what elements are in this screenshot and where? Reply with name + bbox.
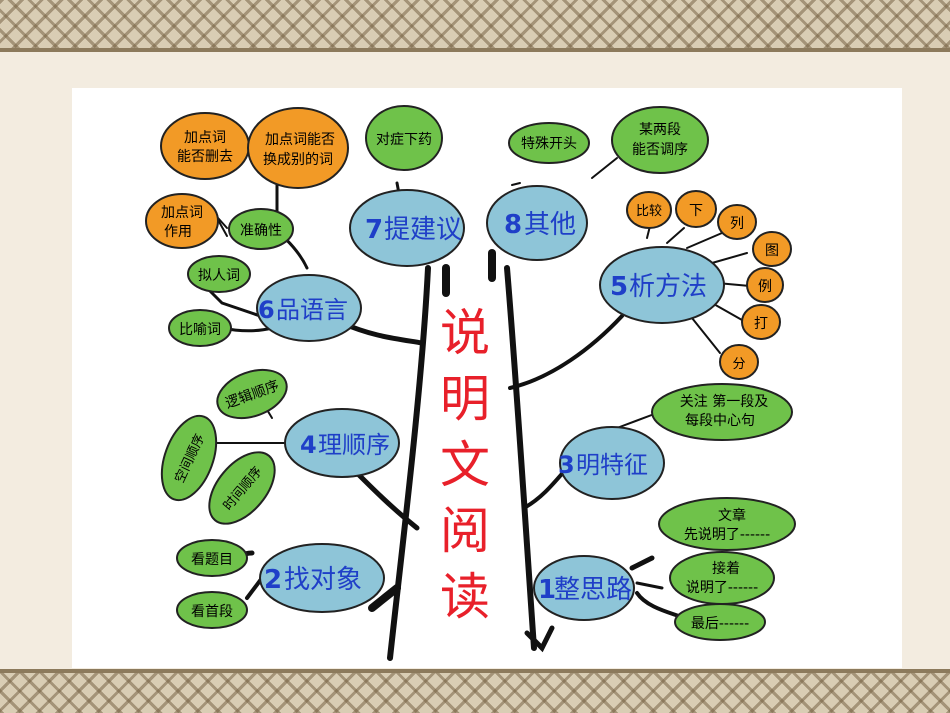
- leaf-moulianduan-line2: 能否调序: [632, 142, 688, 158]
- leaf-jiadianci-zuoyong-line1: 加点词: [161, 205, 203, 221]
- leaf-jiadianci-shanqu: 加点词 能否删去: [160, 112, 250, 180]
- main-node-8-number: 8: [504, 210, 522, 240]
- leaf-jiadianci-huan: 加点词能否 换成别的词: [247, 107, 349, 189]
- main-node-2: 2 找对象: [259, 543, 385, 613]
- main-node-6-number: 6: [258, 296, 275, 324]
- method-item-bijiao-label: 比较: [636, 204, 662, 219]
- leaf-jiezhe-line2: 说明了------: [686, 580, 758, 596]
- leaf-biyuci-label: 比喻词: [179, 322, 221, 338]
- center-title-char-4: 阅: [440, 502, 490, 560]
- main-node-4-number: 4: [300, 431, 317, 459]
- leaf-jiezhe-line1: 接着: [712, 560, 740, 577]
- main-node-3-label: 明特征: [576, 451, 648, 479]
- method-item-bijiao: 比较: [626, 191, 672, 229]
- leaf-jiadianci-huan-line1: 加点词能否: [265, 132, 335, 148]
- center-title-char-5: 读: [440, 568, 490, 626]
- leaf-zuihou: 最后------: [674, 603, 766, 641]
- leaf-teshukaitou-label: 特殊开头: [521, 136, 577, 152]
- main-node-4-label: 理顺序: [318, 431, 390, 459]
- leaf-guanzhu: 关注 第一段及 每段中心句: [651, 383, 793, 441]
- method-item-fen: 分: [719, 344, 759, 380]
- method-item-da: 打: [741, 304, 781, 340]
- center-title-char-2: 明: [440, 370, 490, 428]
- leaf-guanzhu-line1: 关注 第一段及: [680, 393, 768, 410]
- method-item-fen-label: 分: [732, 357, 745, 372]
- decorative-top-border: [0, 0, 950, 52]
- leaf-jiezhe: 接着 说明了------: [669, 551, 775, 605]
- method-item-da-label: 打: [754, 315, 768, 332]
- main-node-5-label: 析方法: [629, 272, 707, 302]
- main-node-7-number: 7: [365, 215, 383, 245]
- method-item-lie-label: 列: [730, 216, 744, 232]
- leaf-kantimu-label: 看题目: [191, 552, 233, 568]
- leaf-shijianshunxu: 时间顺序: [208, 451, 276, 525]
- main-node-7-label: 提建议: [384, 215, 462, 245]
- decorative-bottom-border: [0, 669, 950, 713]
- main-node-6-label: 品语言: [276, 296, 348, 324]
- leaf-guanzhu-line2: 每段中心句: [685, 413, 755, 429]
- method-item-li: 例: [746, 267, 784, 303]
- method-item-xia-label: 下: [689, 203, 703, 219]
- main-node-1-number: 1: [538, 575, 556, 605]
- center-title: 说 明 文 阅 读: [440, 304, 490, 626]
- leaf-wenzhang-line2: 先说明了------: [684, 527, 770, 543]
- leaf-jiadianci-shanqu-line1: 加点词: [184, 130, 226, 146]
- leaf-luojishunxu: 逻辑顺序: [216, 368, 288, 420]
- leaf-kongjianshunxu: 空间顺序: [160, 414, 218, 502]
- method-item-li-label: 例: [758, 279, 772, 295]
- main-node-4: 4 理顺序: [284, 408, 400, 478]
- leaf-nirenci: 拟人词: [187, 255, 251, 293]
- leaf-duizhengxiayao-label: 对症下药: [376, 132, 432, 148]
- leaf-jiadianci-shanqu-line2: 能否删去: [177, 149, 233, 165]
- main-node-3: 3 明特征: [558, 426, 665, 500]
- leaf-zuihou-label: 最后------: [691, 616, 749, 632]
- leaf-jiadianci-zuoyong: 加点词 作用: [145, 193, 219, 249]
- main-node-6: 6 品语言: [256, 274, 362, 342]
- leaf-teshukaitou: 特殊开头: [508, 122, 590, 164]
- leaf-zhunquexing-label: 准确性: [240, 223, 282, 239]
- leaf-jiadianci-huan-line2: 换成别的词: [263, 151, 333, 168]
- method-item-lie: 列: [717, 204, 757, 240]
- leaf-kanshouduan-label: 看首段: [191, 604, 233, 620]
- mind-map-panel: 7 提建议 8 其他 6 品语言 5 析方法 4 理顺序 3 明特征 2 找对象…: [72, 88, 902, 668]
- mind-map-diagram: 7 提建议 8 其他 6 品语言 5 析方法 4 理顺序 3 明特征 2 找对象…: [145, 105, 796, 661]
- leaf-moulianduan-line1: 某两段: [639, 122, 681, 138]
- leaf-nirenci-label: 拟人词: [198, 268, 240, 284]
- leaf-duizhengxiayao: 对症下药: [365, 105, 443, 171]
- leaf-zhunquexing: 准确性: [228, 208, 294, 250]
- center-title-char-3: 文: [440, 436, 490, 494]
- main-node-5-number: 5: [610, 272, 628, 302]
- leaf-jiadianci-zuoyong-line2: 作用: [164, 224, 192, 240]
- leaf-wenzhang-line1: 文章: [718, 507, 746, 524]
- main-node-7: 7 提建议: [349, 189, 465, 267]
- leaf-moulianduan: 某两段 能否调序: [611, 106, 709, 174]
- main-node-8: 8 其他: [486, 185, 588, 261]
- method-item-xia: 下: [675, 190, 717, 228]
- main-node-1: 1 整思路: [533, 555, 635, 621]
- method-item-tu-label: 图: [765, 243, 779, 259]
- main-node-2-number: 2: [264, 565, 282, 595]
- main-node-5: 5 析方法: [599, 246, 725, 324]
- leaf-biyuci: 比喻词: [168, 309, 232, 347]
- main-node-1-label: 整思路: [554, 575, 632, 605]
- main-node-8-label: 其他: [524, 210, 576, 240]
- main-node-2-label: 找对象: [284, 565, 362, 595]
- method-item-tu: 图: [752, 231, 792, 267]
- leaf-kantimu: 看题目: [176, 539, 248, 577]
- main-node-3-number: 3: [558, 451, 575, 479]
- leaf-wenzhang: 文章 先说明了------: [658, 497, 796, 551]
- leaf-kanshouduan: 看首段: [176, 591, 248, 629]
- center-title-char-1: 说: [440, 304, 490, 362]
